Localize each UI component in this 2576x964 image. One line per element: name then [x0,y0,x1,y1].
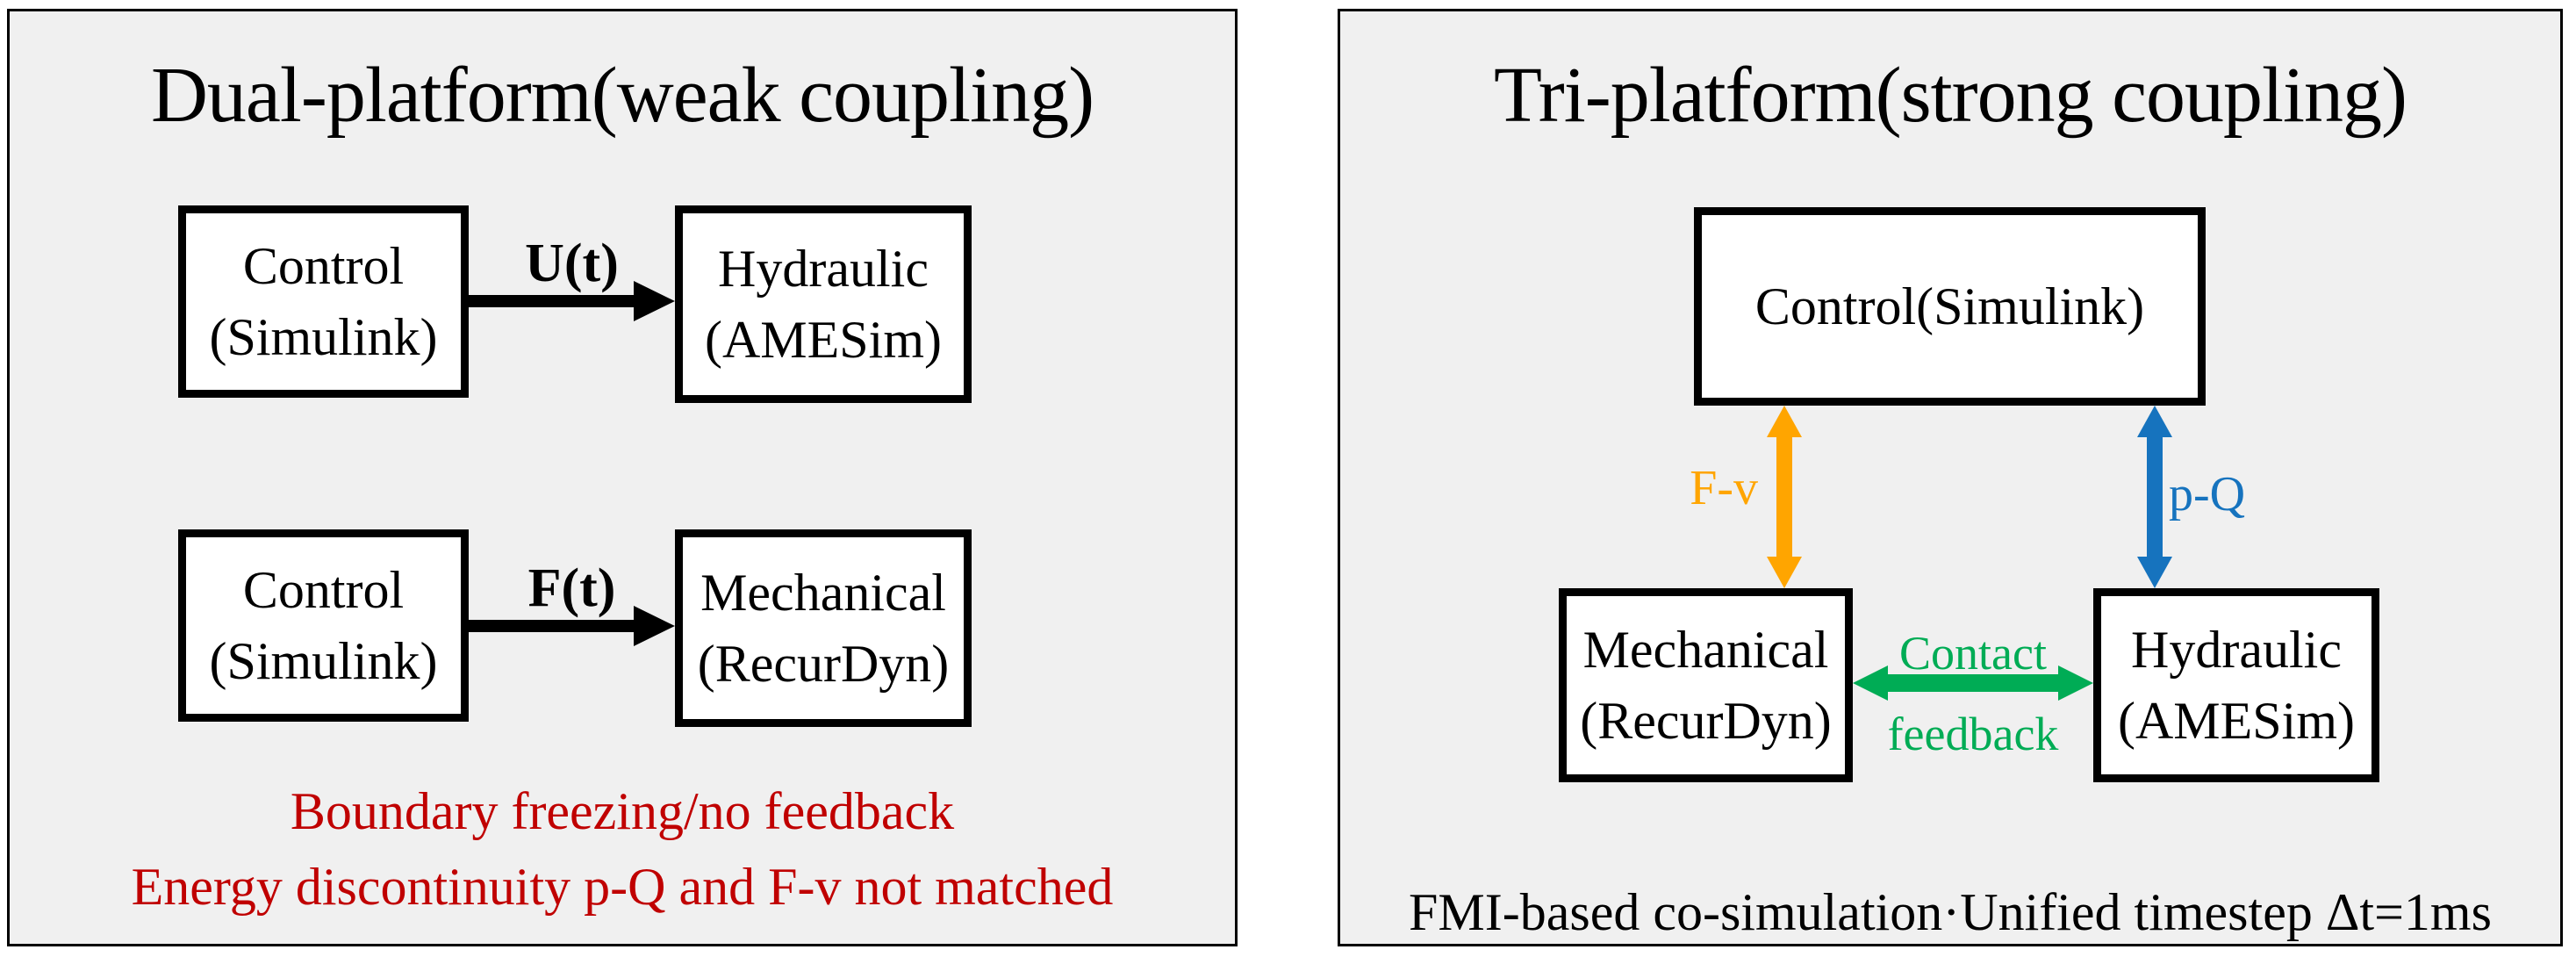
box-hydraulic-amesim-row1: Hydraulic (AMESim) [675,205,972,403]
dual-platform-title: Dual-platform(weak coupling) [150,52,1094,139]
dual-platform-panel: Dual-platform(weak coupling) Control (Si… [7,9,1238,946]
signal-label-ft: F(t) [527,558,616,618]
box-label-line2: (AMESim) [705,310,942,369]
tri-platform-title: Tri-platform(strong coupling) [1493,52,2407,139]
box-control-simulink-row1: Control (Simulink) [178,205,469,398]
box-hydraulic-amesim: Hydraulic (AMESim) [2093,588,2379,782]
box-label-line1: Hydraulic [2131,620,2342,679]
box-label-line1: Control [242,560,405,619]
note-boundary-freezing: Boundary freezing/no feedback [290,782,955,840]
box-label-line2: (AMESim) [2118,691,2355,750]
box-mechanical-recurdyn: Mechanical (RecurDyn) [1559,588,1853,782]
box-label-line2: (RecurDyn) [697,634,950,693]
fmi-footnote: FMI-based co-simulation·Unified timestep… [1409,883,2492,941]
note-energy-discontinuity: Energy discontinuity p-Q and F-v not mat… [131,858,1114,916]
pq-label: p-Q [2169,467,2246,522]
box-label-line1: Hydraulic [718,239,929,298]
box-label-line1: Mechanical [1582,620,1829,679]
contact-label: Contact [1899,627,2047,680]
box-label-line2: (Simulink) [209,631,438,690]
box-control-simulink: Control(Simulink) [1694,207,2206,406]
ut-right-arrow-icon [469,275,675,327]
pq-double-arrow-icon [2135,406,2174,588]
box-label-line1: Control(Simulink) [1754,277,2145,335]
box-label-line1: Control [242,236,405,295]
tri-platform-panel: Tri-platform(strong coupling) Control(Si… [1338,9,2563,946]
ft-right-arrow-icon [469,600,675,652]
fv-label: F-v [1690,461,1758,515]
contact-feedback-double-arrow-icon [1853,664,2093,702]
box-label-line2: (Simulink) [209,307,438,366]
feedback-label: feedback [1887,708,2059,760]
box-label-line2: (RecurDyn) [1580,691,1832,750]
fv-double-arrow-icon [1765,406,1804,588]
box-mechanical-recurdyn-row2: Mechanical (RecurDyn) [675,529,972,727]
signal-label-ut: U(t) [525,234,619,293]
box-label-line1: Mechanical [700,563,946,622]
box-control-simulink-row2: Control (Simulink) [178,529,469,722]
